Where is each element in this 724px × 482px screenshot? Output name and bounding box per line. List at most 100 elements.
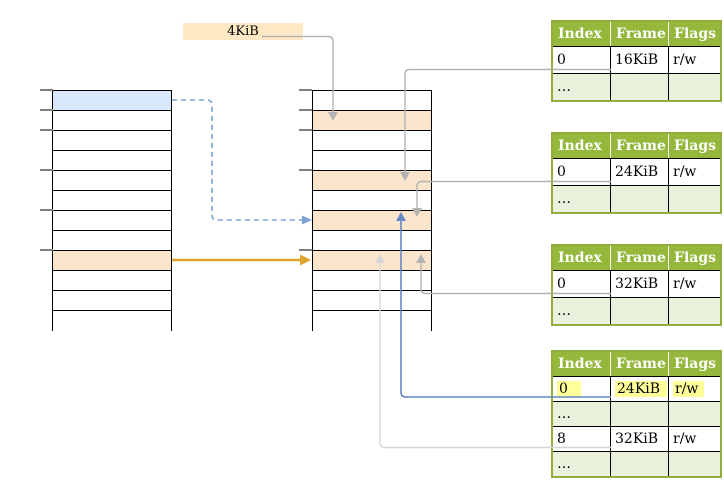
memory-row: [53, 211, 171, 231]
cell-frame: [610, 401, 668, 426]
cell-index: 0: [553, 158, 610, 185]
cell-flags: [668, 73, 720, 100]
column-header-frame: Frame: [610, 352, 668, 376]
column-header-frame: Frame: [610, 134, 668, 158]
column-header-index: Index: [553, 352, 610, 376]
cell-index: 0: [553, 46, 610, 73]
cell-index: …: [553, 73, 610, 100]
page-table-3: Index Frame Flags 0 32KiB r/w …: [551, 244, 722, 326]
cell-flags: r/w: [668, 376, 720, 401]
column-header-index: Index: [553, 246, 610, 270]
memory-row: [313, 131, 431, 151]
highlight: 0: [557, 381, 581, 397]
cell-frame: 32KiB: [610, 270, 668, 297]
memory-row: [53, 251, 171, 271]
cell-index: 0: [553, 270, 610, 297]
cell-index: …: [553, 297, 610, 324]
cell-flags: r/w: [668, 158, 720, 185]
table-row-ellipsis: …: [553, 451, 720, 476]
memory-row: [313, 91, 431, 111]
column-header-flags: Flags: [668, 246, 720, 270]
cell-index: …: [553, 451, 610, 476]
column-header-index: Index: [553, 134, 610, 158]
cell-index: …: [553, 401, 610, 426]
address-tick: [299, 249, 312, 251]
highlight: r/w: [673, 381, 704, 397]
virtual-memory-table: [52, 90, 172, 331]
memory-row: [313, 291, 431, 311]
cell-flags: [668, 401, 720, 426]
memory-row: [53, 151, 171, 171]
memory-row: [313, 251, 431, 271]
page-table-4: Index Frame Flags 0 24KiB r/w … 8 32KiB …: [551, 350, 722, 478]
cell-flags: [668, 451, 720, 476]
cell-flags: r/w: [668, 426, 720, 451]
cell-index: 8: [553, 426, 610, 451]
highlight: 24KiB: [615, 381, 667, 397]
address-tick: [40, 249, 53, 251]
column-header-flags: Flags: [668, 22, 720, 46]
memory-row: [313, 211, 431, 231]
table-row: 0 24KiB r/w: [553, 158, 720, 185]
memory-row: [313, 151, 431, 171]
memory-row: [313, 171, 431, 191]
address-tick: [40, 169, 53, 171]
address-tick: [40, 109, 53, 111]
cell-frame: 32KiB: [610, 426, 668, 451]
memory-row: [313, 231, 431, 251]
cell-frame: [610, 297, 668, 324]
column-header-frame: Frame: [610, 22, 668, 46]
memory-row: [313, 191, 431, 211]
cell-index: 0: [553, 376, 610, 401]
address-tick: [299, 169, 312, 171]
memory-row: [53, 111, 171, 131]
address-tick: [299, 89, 312, 91]
page-table-2: Index Frame Flags 0 24KiB r/w …: [551, 132, 722, 214]
cr3-address-label: 4KiB: [227, 24, 259, 39]
cr3-address-label-box: 4KiB: [183, 23, 303, 40]
address-tick: [40, 129, 53, 131]
column-header-frame: Frame: [610, 246, 668, 270]
cell-flags: r/w: [668, 46, 720, 73]
column-header-index: Index: [553, 22, 610, 46]
memory-row: [313, 271, 431, 291]
cell-flags: [668, 297, 720, 324]
memory-row: [53, 291, 171, 311]
memory-row: [53, 311, 171, 331]
cell-frame: 24KiB: [610, 158, 668, 185]
physical-memory-table: [312, 90, 432, 331]
memory-row: [53, 91, 171, 111]
table-row: 8 32KiB r/w: [553, 426, 720, 451]
memory-row: [53, 271, 171, 291]
cell-flags: r/w: [668, 270, 720, 297]
table-row: 0 16KiB r/w: [553, 46, 720, 73]
memory-row: [313, 311, 431, 331]
cell-frame: 16KiB: [610, 46, 668, 73]
cell-frame: [610, 451, 668, 476]
column-header-flags: Flags: [668, 134, 720, 158]
address-tick: [40, 89, 53, 91]
memory-row: [53, 231, 171, 251]
arrowhead-right-icon: [300, 254, 311, 266]
page-table-1: Index Frame Flags 0 16KiB r/w …: [551, 20, 722, 102]
table-row-highlighted: 0 24KiB r/w: [553, 376, 720, 401]
table-row-ellipsis: …: [553, 401, 720, 426]
connector-virtual-page0-mapping: [172, 99, 302, 221]
address-tick: [299, 109, 312, 111]
memory-row: [53, 191, 171, 211]
table-row-ellipsis: …: [553, 297, 720, 324]
address-tick: [40, 209, 53, 211]
memory-row: [53, 131, 171, 151]
table-row-ellipsis: …: [553, 73, 720, 100]
table-row-ellipsis: …: [553, 185, 720, 212]
cell-index: …: [553, 185, 610, 212]
table-row: 0 32KiB r/w: [553, 270, 720, 297]
arrowhead-right-icon: [302, 215, 312, 225]
cell-frame: [610, 185, 668, 212]
cell-frame: 24KiB: [610, 376, 668, 401]
cell-frame: [610, 73, 668, 100]
cell-flags: [668, 185, 720, 212]
memory-row: [313, 111, 431, 131]
memory-row: [53, 171, 171, 191]
